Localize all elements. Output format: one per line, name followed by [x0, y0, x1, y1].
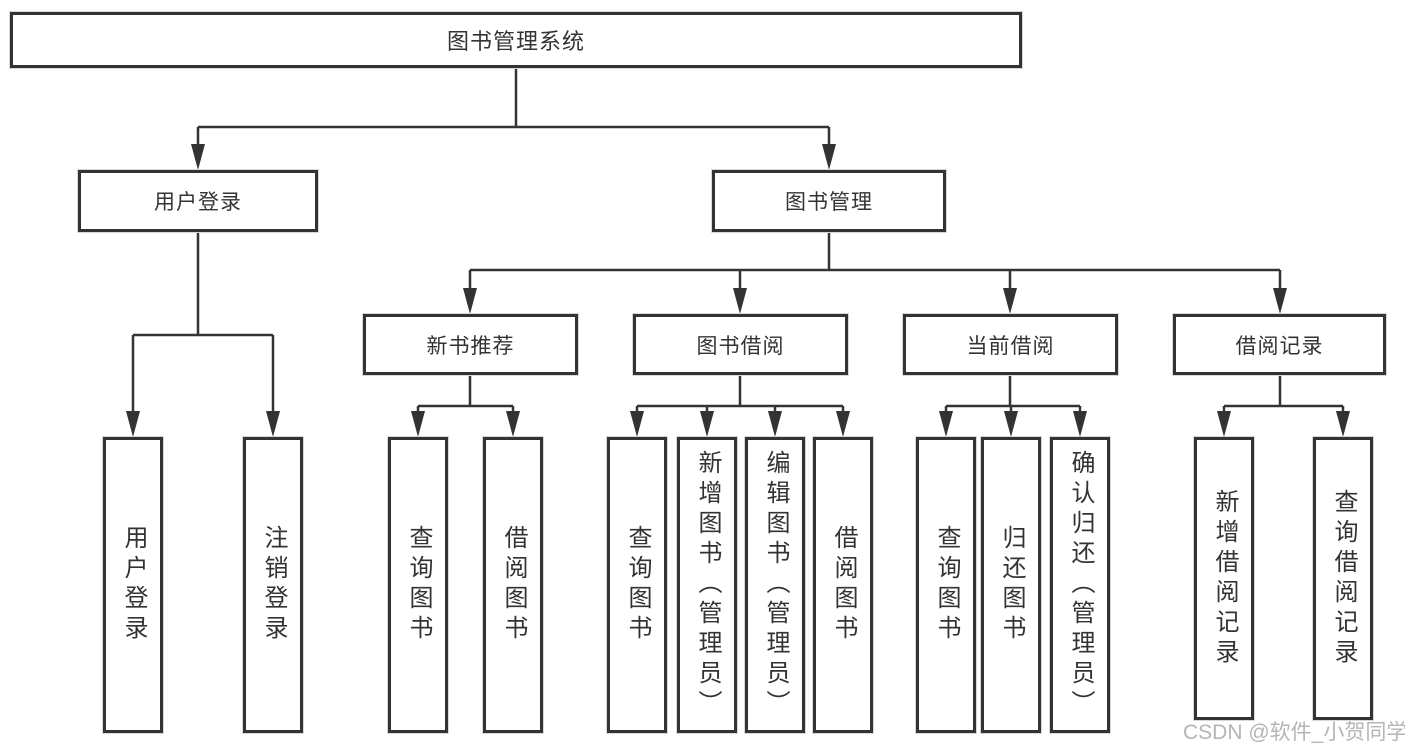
node-leaf-query-books-borrow: 查询图书: [607, 437, 667, 733]
node-user-login-label: 用户登录: [154, 191, 242, 214]
node-leaf-borrow-books-recommend: 借阅图书: [483, 437, 543, 733]
node-leaf-borrow-books: 借阅图书: [813, 437, 873, 733]
csdn-watermark: CSDN @软件_小贺同学: [1183, 721, 1405, 744]
node-leaf-query-books-recommend: 查询图书: [388, 437, 448, 733]
node-leaf-add-book-admin: 新增图书（管理员）: [677, 437, 737, 733]
node-book-management-label: 图书管理: [785, 191, 873, 214]
node-new-book-recommend-label: 新书推荐: [426, 334, 515, 358]
node-leaf-add-borrow-record-label: 新增借阅记录: [1211, 488, 1238, 669]
node-library-system-label: 图书管理系统: [446, 29, 585, 54]
node-leaf-add-book-admin-label: 新增图书（管理员）: [694, 450, 721, 720]
node-leaf-edit-book-admin: 编辑图书（管理员）: [745, 437, 805, 733]
node-leaf-borrow-books-recommend-label: 借阅图书: [500, 525, 527, 645]
node-leaf-query-books-recommend-label: 查询图书: [405, 525, 432, 645]
node-leaf-query-books-current: 查询图书: [916, 437, 976, 733]
node-library-system: 图书管理系统: [10, 12, 1022, 68]
node-user-login: 用户登录: [78, 170, 318, 232]
node-leaf-return-book: 归还图书: [981, 437, 1041, 733]
node-leaf-return-book-label: 归还图书: [998, 525, 1025, 645]
node-current-borrow-label: 当前借阅: [966, 334, 1055, 358]
node-borrow-records: 借阅记录: [1173, 314, 1386, 375]
node-leaf-logout-label: 注销登录: [260, 525, 287, 645]
node-book-borrow-label: 图书借阅: [696, 334, 785, 358]
node-leaf-add-borrow-record: 新增借阅记录: [1194, 437, 1254, 720]
node-leaf-query-borrow-record-label: 查询借阅记录: [1330, 488, 1357, 669]
node-leaf-query-books-current-label: 查询图书: [933, 525, 960, 645]
node-new-book-recommend: 新书推荐: [363, 314, 578, 375]
node-book-management: 图书管理: [712, 170, 946, 232]
node-leaf-confirm-return-admin: 确认归还（管理员）: [1050, 437, 1110, 733]
node-leaf-edit-book-admin-label: 编辑图书（管理员）: [762, 450, 789, 720]
node-leaf-user-login: 用户登录: [103, 437, 163, 733]
node-leaf-confirm-return-admin-label: 确认归还（管理员）: [1067, 450, 1094, 720]
node-current-borrow: 当前借阅: [903, 314, 1118, 375]
node-leaf-user-login-label: 用户登录: [120, 525, 147, 645]
node-book-borrow: 图书借阅: [633, 314, 848, 375]
node-leaf-query-books-borrow-label: 查询图书: [624, 525, 651, 645]
node-leaf-query-borrow-record: 查询借阅记录: [1313, 437, 1373, 720]
node-leaf-borrow-books-label: 借阅图书: [830, 525, 857, 645]
node-leaf-logout: 注销登录: [243, 437, 303, 733]
node-borrow-records-label: 借阅记录: [1235, 334, 1324, 358]
